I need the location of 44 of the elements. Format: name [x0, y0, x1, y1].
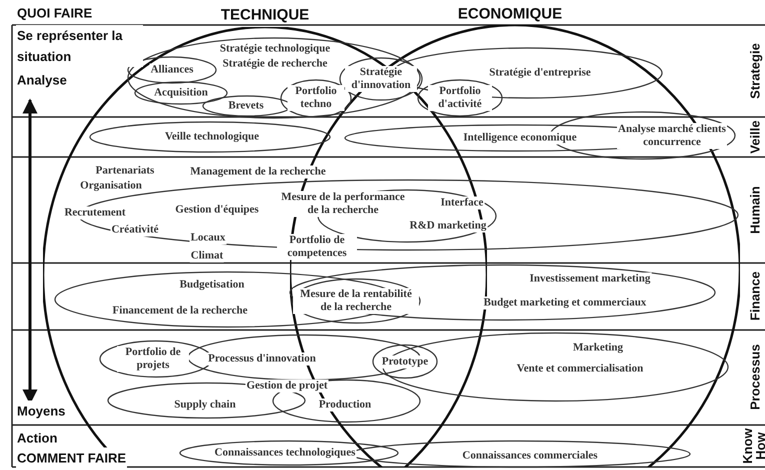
- ellipse-label: Portfolio d'activité: [428, 85, 492, 111]
- topic-label: Gestion d'équipes: [174, 204, 260, 216]
- band-label: Humain: [748, 185, 762, 235]
- band-label: Finance: [748, 270, 762, 322]
- side-label: Se représenter la situation: [16, 25, 143, 67]
- topic-label: Locaux: [190, 232, 226, 244]
- side-label: COMMENT FAIRE: [16, 448, 128, 468]
- ellipse-label: Stratégie de recherche: [222, 58, 328, 70]
- side-label: Moyens: [16, 400, 66, 422]
- band-label: Strategie: [748, 42, 762, 100]
- ellipse-label: Stratégie d'innovation: [345, 66, 417, 92]
- ellipse-label: Acquisition: [153, 86, 209, 100]
- ellipse-label: Mesure de la rentabilité de la recherche: [293, 288, 419, 314]
- ellipse-label: Interface: [440, 196, 484, 210]
- ellipse-label: Stratégie technologique: [218, 42, 332, 56]
- ellipse-label: Production: [318, 398, 372, 412]
- ellipse-label: Veille technologique: [164, 130, 260, 144]
- ellipse-label: Budgetisation: [178, 278, 246, 292]
- ellipse-label: Investissement marketing: [528, 272, 652, 286]
- ellipse-label: Supply chain: [173, 398, 237, 412]
- ellipse-label: Connaissances technologiques: [214, 446, 356, 460]
- topic-label: Portfolio de competences: [277, 234, 357, 260]
- topic-label: Recrutement: [63, 206, 127, 220]
- ellipse-label: Processus d'innovation: [207, 352, 317, 366]
- column-heading: ECONOMIQUE: [456, 8, 564, 20]
- ellipse-label: Budget marketing et commerciaux: [482, 296, 648, 310]
- topic-label: Gestion de projet: [245, 380, 329, 392]
- ellipse-label: Portfolio techno: [288, 85, 344, 111]
- ellipse-label: Marketing: [572, 342, 624, 354]
- ellipse-label: Prototype: [380, 356, 430, 368]
- side-label: QUOI FAIRE: [16, 6, 94, 20]
- band-label: Know How: [741, 427, 765, 465]
- topic-label: Créativité: [110, 224, 160, 236]
- ellipse-label: Analyse marché clients concurrence: [617, 123, 727, 149]
- band-label: Processus: [748, 343, 762, 411]
- ellipse-label: R&D marketing: [408, 220, 488, 232]
- ellipse-label: Intelligence economique: [462, 132, 578, 144]
- band-label: Veille: [748, 119, 762, 155]
- ellipse-label: Portfolio de projets: [117, 346, 189, 372]
- ellipse-label: Stratégie d'entreprise: [488, 66, 592, 80]
- topic-label: Organisation: [79, 180, 143, 192]
- topic-label: Management de la recherche: [189, 166, 327, 178]
- column-heading: TECHNIQUE: [220, 8, 310, 22]
- topic-label: Climat: [190, 250, 224, 262]
